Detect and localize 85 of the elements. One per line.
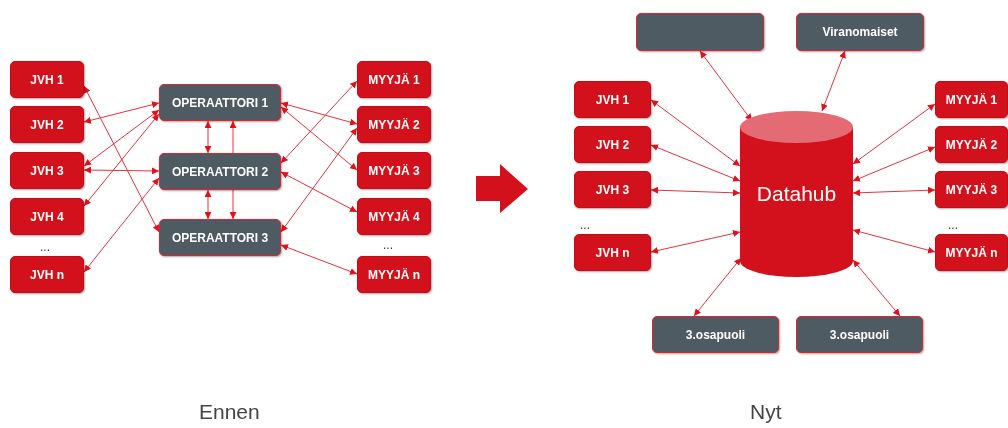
arrow: [650, 230, 741, 254]
box-label: 3.osapuoli: [685, 327, 746, 342]
box-label: Viranomaiset: [822, 25, 898, 39]
arrow: [83, 177, 160, 273]
process-box: [10, 198, 84, 235]
process-box: [159, 153, 281, 190]
process-box: [159, 219, 281, 256]
box-label: MYYJÄ 1: [945, 92, 998, 107]
box-label: MYYJÄ n: [945, 245, 998, 260]
ellipsis-text: ...: [948, 218, 958, 232]
ellipsis-text: ...: [40, 240, 50, 254]
box-label: JVH 2: [30, 117, 64, 132]
ellipsis-text: ...: [580, 218, 590, 232]
box-label: JVH 1: [30, 72, 64, 87]
box-label: 3.osapuoli: [829, 327, 890, 342]
process-box: [574, 171, 651, 208]
box-label: JVH 2: [595, 137, 630, 152]
process-box: [935, 171, 1008, 208]
database-cylinder: [740, 111, 853, 277]
box-label: MYYJÄ 3: [368, 163, 420, 178]
box-label: MYYJÄ 4: [368, 209, 420, 224]
process-box: [357, 106, 431, 143]
process-box: [796, 13, 924, 51]
ellipsis-text: ...: [383, 238, 393, 252]
arrow: [83, 109, 160, 167]
arrow: [852, 228, 936, 254]
arrow: [693, 257, 742, 317]
arrow: [83, 85, 160, 233]
process-box: [574, 234, 651, 271]
arrow: [204, 120, 212, 154]
process-box: [357, 198, 431, 235]
arrow: [852, 186, 936, 197]
box-label: JVH 3: [595, 182, 630, 197]
arrow: [229, 189, 237, 220]
arrow: [280, 106, 358, 171]
box-label: JVH 1: [595, 92, 630, 107]
box-label: JVH n: [595, 245, 630, 260]
arrow: [699, 50, 753, 122]
process-box: [357, 61, 431, 98]
process-box: [357, 152, 431, 189]
box-label: MYYJÄ 2: [368, 117, 420, 132]
arrow: [852, 259, 901, 317]
arrow: [229, 120, 237, 154]
box-label: MYYJÄ n: [368, 267, 420, 282]
process-box: [574, 81, 651, 118]
process-box: [935, 126, 1008, 163]
box-label: JVH 4: [30, 209, 64, 224]
caption: Nyt: [750, 400, 782, 424]
process-box: [796, 316, 923, 353]
process-box: [10, 152, 84, 189]
process-box: [10, 106, 84, 143]
arrow: [650, 144, 741, 182]
process-box: [935, 81, 1008, 118]
arrow: [852, 103, 936, 165]
arrow: [280, 101, 358, 126]
process-box: [574, 126, 651, 163]
process-box: [357, 256, 431, 293]
box-label: MYYJÄ 1: [368, 72, 420, 87]
process-box: [935, 234, 1008, 271]
process-box: [159, 84, 281, 121]
process-box: [10, 61, 84, 98]
arrow: [821, 50, 846, 112]
box-label: OPERAATTORI 3: [171, 230, 269, 245]
box-label: MYYJÄ 2: [945, 137, 998, 152]
arrow: [650, 186, 741, 197]
arrow: [204, 189, 212, 220]
box-label: JVH 3: [30, 163, 64, 178]
arrow: [280, 127, 358, 233]
arrow: [83, 113, 160, 207]
box-label: MYYJÄ 3: [945, 182, 998, 197]
box-label: JVH n: [30, 267, 64, 282]
arrow: [852, 146, 936, 182]
arrow: [83, 101, 160, 124]
arrow: [280, 244, 358, 275]
box-label: OPERAATTORI 2: [171, 164, 269, 179]
arrow: [280, 80, 358, 164]
caption: Ennen: [199, 400, 260, 424]
arrow: [280, 171, 358, 213]
box-label: OPERAATTORI 1: [171, 95, 269, 110]
arrow: [650, 99, 741, 167]
process-box: [10, 256, 84, 293]
arrow: [83, 166, 160, 175]
process-box: [652, 316, 779, 353]
database-label: Datahub: [756, 182, 837, 206]
process-box: [636, 13, 764, 51]
